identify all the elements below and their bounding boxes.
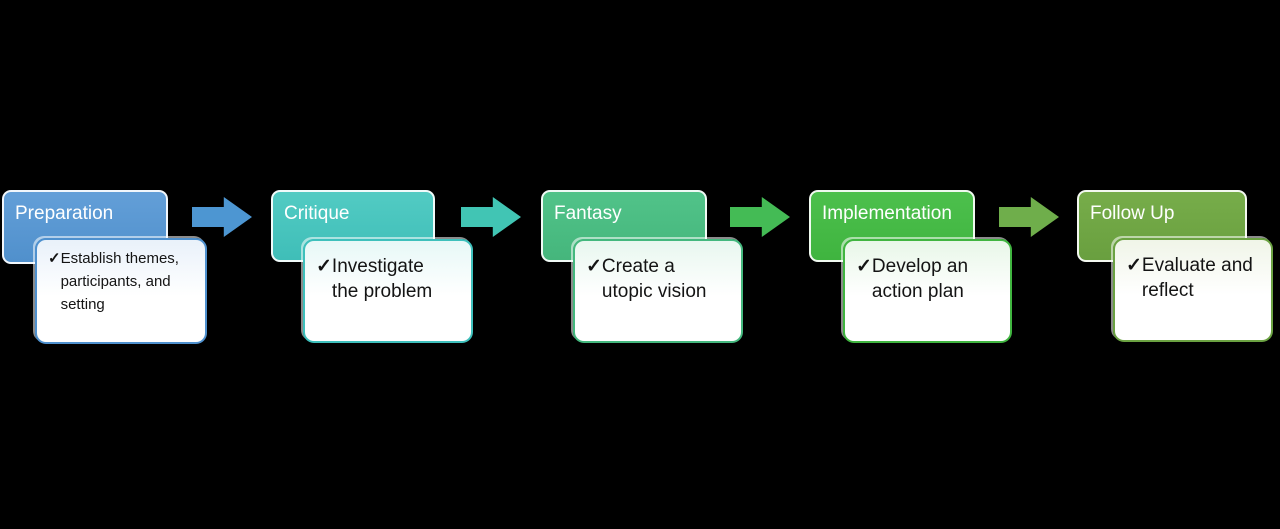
step-detail-text: Create a utopic vision bbox=[601, 256, 707, 302]
step-title-label: Critique bbox=[284, 203, 350, 224]
step-detail-text: Evaluate and reflect bbox=[1141, 255, 1253, 301]
step-title-label: Implementation bbox=[822, 203, 952, 224]
right-block-arrow-icon bbox=[461, 197, 521, 237]
step-detail-box-follow-up: ✓ Evaluate and reflect bbox=[1113, 238, 1273, 342]
check-icon: ✓ bbox=[1126, 255, 1142, 276]
check-icon: ✓ bbox=[856, 256, 872, 277]
check-icon: ✓ bbox=[586, 256, 602, 277]
step-detail-box-critique: ✓ Investigate the problem bbox=[303, 239, 473, 343]
step-detail-text: Investigate the problem bbox=[331, 256, 433, 302]
step-title-label: Follow Up bbox=[1090, 203, 1175, 224]
step-detail-box-implementation: ✓ Develop an action plan bbox=[843, 239, 1012, 343]
right-block-arrow-icon bbox=[192, 197, 252, 237]
check-icon: ✓ bbox=[316, 256, 332, 277]
step-detail-box-preparation: ✓ Establish themes, participants, and se… bbox=[35, 238, 207, 344]
right-block-arrow-icon bbox=[730, 197, 790, 237]
step-title-label: Fantasy bbox=[554, 203, 622, 224]
step-detail-text: Establish themes, participants, and sett… bbox=[60, 250, 179, 313]
step-detail-box-fantasy: ✓ Create a utopic vision bbox=[573, 239, 743, 343]
check-icon: ✓ bbox=[48, 250, 61, 267]
step-detail-text: Develop an action plan bbox=[871, 256, 969, 302]
step-title-label: Preparation bbox=[15, 203, 114, 224]
right-block-arrow-icon bbox=[999, 197, 1059, 237]
